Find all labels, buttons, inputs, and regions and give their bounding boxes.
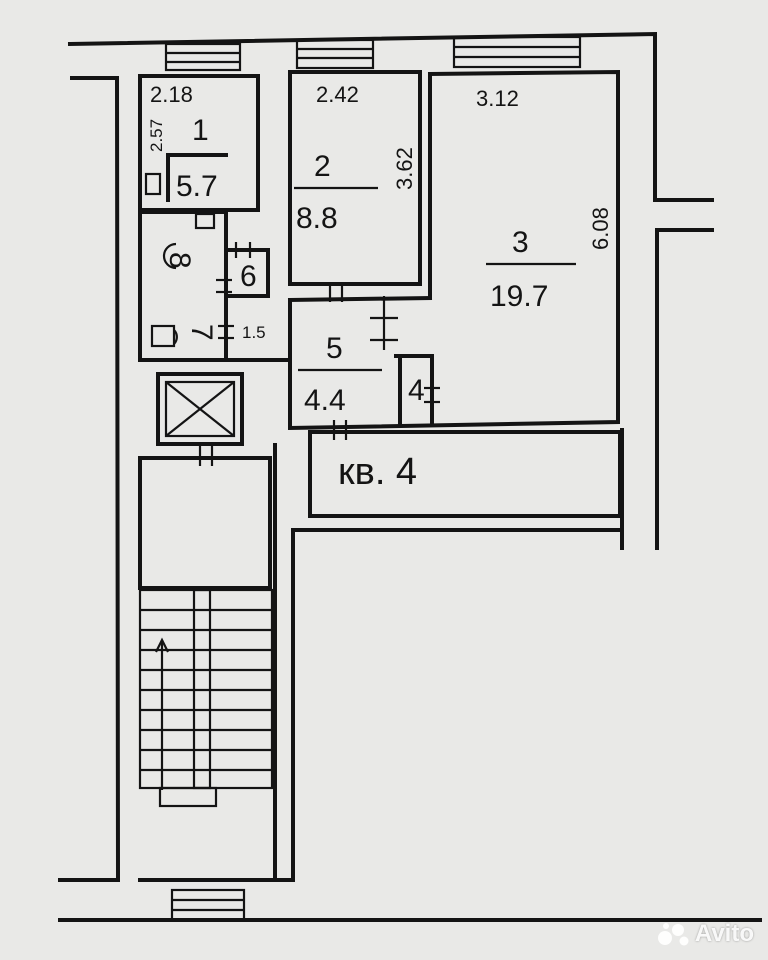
room-2-area: 8.8 — [296, 202, 338, 235]
room-2-number: 2 — [314, 150, 331, 183]
room-5-area: 4.4 — [304, 384, 346, 417]
watermark-text: Avito — [694, 920, 754, 947]
room-3-number: 3 — [512, 226, 529, 259]
room-5-number: 5 — [326, 332, 343, 365]
room-4-number: 4 — [408, 374, 425, 407]
interior-walls — [138, 69, 622, 590]
room-6-area: 1.5 — [242, 323, 266, 342]
elevator — [164, 380, 236, 438]
room-7-number: 7 — [185, 324, 218, 341]
room-1-area: 5.7 — [176, 170, 218, 203]
room-1-width: 2.18 — [150, 82, 193, 107]
room-8-number: 8 — [163, 252, 196, 269]
room-3-width: 3.12 — [476, 86, 519, 111]
room-3-area: 19.7 — [490, 280, 548, 313]
avito-logo-icon — [657, 923, 689, 946]
door-marks — [198, 242, 440, 466]
room-1-length: 2.57 — [147, 119, 166, 152]
room-3-length: 6.08 — [588, 207, 613, 250]
room-1-number: 1 — [192, 114, 209, 147]
bathroom-fixtures — [144, 172, 216, 348]
room-6-number: 6 — [240, 260, 257, 293]
room-2-length: 3.62 — [392, 147, 417, 190]
apartment-label: кв. 4 — [338, 451, 417, 493]
staircase — [138, 588, 274, 808]
windows — [164, 35, 582, 922]
room-2-width: 2.42 — [316, 82, 359, 107]
avito-watermark: Avito — [657, 920, 754, 948]
